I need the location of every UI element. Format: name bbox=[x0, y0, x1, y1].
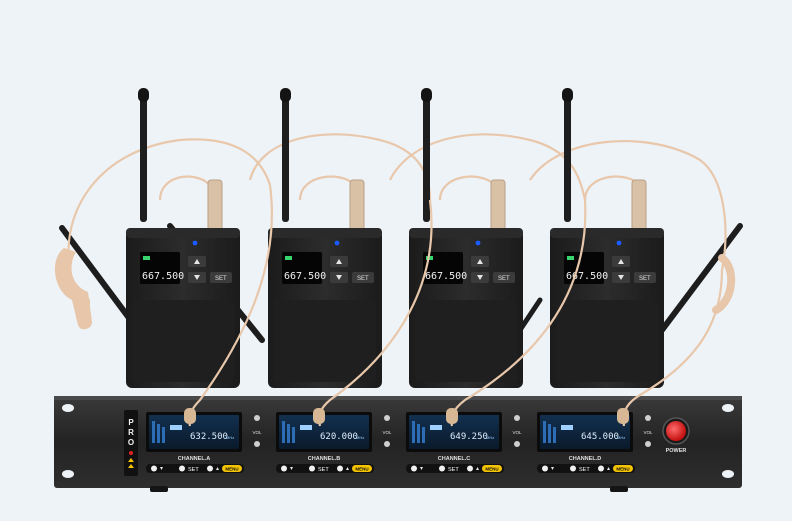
channel-frequency: 649.250 bbox=[450, 432, 488, 442]
power-label: POWER bbox=[666, 448, 687, 454]
bodypack-set-button[interactable] bbox=[210, 272, 232, 283]
mic-capsules bbox=[184, 408, 629, 424]
svg-text:SET: SET bbox=[448, 467, 459, 473]
svg-text:VOL: VOL bbox=[382, 430, 392, 435]
bodypack-set-button[interactable] bbox=[634, 272, 656, 283]
menu-button[interactable] bbox=[613, 465, 633, 472]
up-arrow-icon bbox=[476, 467, 479, 470]
brand-letter-2: R bbox=[128, 428, 134, 437]
power-button-icon[interactable] bbox=[666, 421, 686, 441]
channel-name: CHANNEL.C bbox=[438, 456, 470, 462]
set-button[interactable] bbox=[570, 465, 576, 472]
svg-text:SET: SET bbox=[318, 467, 329, 473]
brand-letter-3: O bbox=[128, 438, 134, 447]
channel-frequency: 632.500 bbox=[190, 432, 228, 442]
bodypack-3: 667.500 SET bbox=[409, 88, 523, 388]
up-button[interactable] bbox=[207, 465, 213, 472]
up-arrow-icon bbox=[607, 467, 610, 470]
svg-text:SET: SET bbox=[639, 276, 651, 282]
headset-mic-icon bbox=[54, 248, 736, 330]
set-button[interactable] bbox=[439, 465, 445, 472]
svg-text:SET: SET bbox=[579, 467, 590, 473]
volume-down-button[interactable] bbox=[645, 441, 651, 447]
bodypack-group: 667.500 SET 667.500 SET bbox=[126, 88, 664, 388]
brand-letter-1: P bbox=[128, 418, 134, 427]
down-button[interactable] bbox=[151, 465, 157, 472]
receiver-channel-a: 632.500 MHz CHANNEL.A SET MENU VOL bbox=[146, 412, 262, 473]
receiver-channel-d: 645.000 MHz CHANNEL.D SET MENU VOL bbox=[537, 412, 653, 473]
channel-frequency: 620.000 bbox=[320, 432, 358, 442]
antenna-icon bbox=[140, 92, 147, 222]
volume-up-button[interactable] bbox=[384, 415, 390, 421]
channel-name: CHANNEL.A bbox=[178, 456, 210, 462]
antenna-icon bbox=[282, 92, 289, 222]
svg-text:SET: SET bbox=[357, 276, 369, 282]
status-led bbox=[192, 240, 198, 246]
svg-text:MENU: MENU bbox=[225, 467, 238, 472]
svg-text:SET: SET bbox=[498, 276, 510, 282]
channel-name: CHANNEL.D bbox=[569, 456, 601, 462]
status-led bbox=[475, 240, 481, 246]
down-button[interactable] bbox=[411, 465, 417, 472]
menu-button[interactable] bbox=[222, 465, 242, 472]
antenna-icon bbox=[423, 92, 430, 222]
up-arrow-icon bbox=[346, 467, 349, 470]
volume-up-button[interactable] bbox=[645, 415, 651, 421]
set-button[interactable] bbox=[309, 465, 315, 472]
channel-frequency: 645.000 bbox=[581, 432, 619, 442]
down-arrow-icon bbox=[551, 467, 554, 470]
headset-cables-back bbox=[67, 133, 727, 271]
svg-text:MENU: MENU bbox=[485, 467, 498, 472]
down-arrow-icon bbox=[160, 467, 163, 470]
up-button[interactable] bbox=[467, 465, 473, 472]
svg-text:MENU: MENU bbox=[616, 467, 629, 472]
channel-unit: MHz bbox=[486, 435, 494, 440]
bodypack-4: 667.500 SET bbox=[550, 88, 664, 388]
down-button[interactable] bbox=[542, 465, 548, 472]
channel-unit: MHz bbox=[226, 435, 234, 440]
bodypack-frequency: 667.500 bbox=[142, 271, 184, 282]
bodypack-set-button[interactable] bbox=[493, 272, 515, 283]
channel-unit: MHz bbox=[617, 435, 625, 440]
svg-text:SET: SET bbox=[188, 467, 199, 473]
svg-text:VOL: VOL bbox=[512, 430, 522, 435]
bodypack-2: 667.500 SET bbox=[268, 88, 382, 388]
bodypack-1: 667.500 SET bbox=[126, 88, 240, 388]
bodypack-frequency: 667.500 bbox=[566, 271, 608, 282]
channel-unit: MHz bbox=[356, 435, 364, 440]
status-led bbox=[616, 240, 622, 246]
volume-down-button[interactable] bbox=[384, 441, 390, 447]
down-arrow-icon bbox=[290, 467, 293, 470]
status-led bbox=[334, 240, 340, 246]
receiver-channel-b: 620.000 MHz CHANNEL.B SET MENU VOL bbox=[276, 412, 392, 473]
up-arrow-icon bbox=[216, 467, 219, 470]
volume-down-button[interactable] bbox=[254, 441, 260, 447]
menu-button[interactable] bbox=[352, 465, 372, 472]
rack-receiver: P R O 632.500 MHz CHANNEL.A SET MENU VO bbox=[54, 396, 742, 492]
antenna-icon bbox=[564, 92, 571, 222]
bodypack-frequency: 667.500 bbox=[425, 271, 467, 282]
up-button[interactable] bbox=[337, 465, 343, 472]
channel-name: CHANNEL.B bbox=[308, 456, 340, 462]
down-arrow-icon bbox=[420, 467, 423, 470]
svg-text:MENU: MENU bbox=[355, 467, 368, 472]
volume-up-button[interactable] bbox=[514, 415, 520, 421]
up-button[interactable] bbox=[598, 465, 604, 472]
bodypack-set-button[interactable] bbox=[352, 272, 374, 283]
down-button[interactable] bbox=[281, 465, 287, 472]
receiver-channel-c: 649.250 MHz CHANNEL.C SET MENU VOL bbox=[406, 412, 522, 473]
svg-text:VOL: VOL bbox=[643, 430, 653, 435]
svg-text:VOL: VOL bbox=[252, 430, 262, 435]
set-button[interactable] bbox=[179, 465, 185, 472]
svg-text:SET: SET bbox=[215, 276, 227, 282]
bodypack-frequency: 667.500 bbox=[284, 271, 326, 282]
volume-up-button[interactable] bbox=[254, 415, 260, 421]
volume-down-button[interactable] bbox=[514, 441, 520, 447]
menu-button[interactable] bbox=[482, 465, 502, 472]
